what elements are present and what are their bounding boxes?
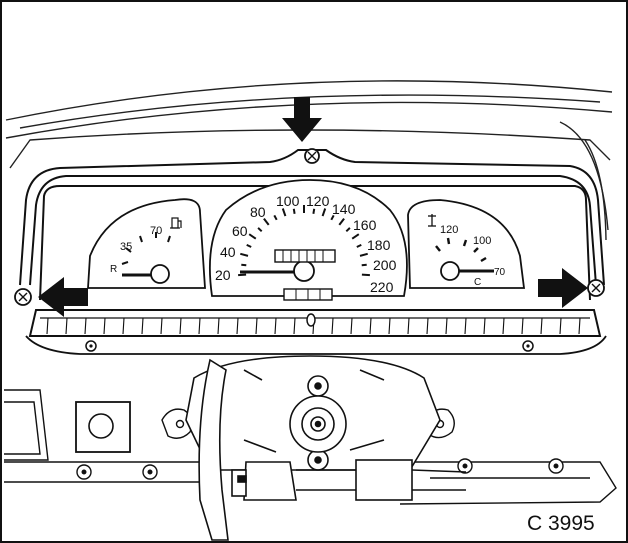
arrow-right-icon <box>538 268 588 308</box>
arrow-down-icon <box>282 97 322 142</box>
temp-100-label: 100 <box>473 235 491 247</box>
speedo-tick <box>312 208 316 214</box>
speedo-tick <box>281 208 287 217</box>
rail-slot <box>540 317 543 335</box>
speedo-tick <box>240 252 249 257</box>
rail-slot <box>426 317 429 335</box>
rail-slot <box>236 317 239 335</box>
rail-slot <box>464 317 467 335</box>
speedo-tick <box>361 273 370 277</box>
rail-slot <box>217 317 220 335</box>
lower-screw-left <box>85 340 97 352</box>
speedometer: 20 40 60 80 100 120 140 160 180 200 220 <box>209 179 408 301</box>
rail-slots <box>46 317 581 335</box>
temp-unit-label: C <box>474 277 481 288</box>
fixing-screw-left <box>14 288 32 306</box>
rail-slot <box>122 317 125 335</box>
lower-dashboard <box>4 389 617 505</box>
rail-slot <box>84 317 87 335</box>
speedo-tick <box>238 273 247 277</box>
rail-center-clip <box>306 313 316 327</box>
temperature-gauge: 120 100 70 C <box>407 199 526 289</box>
speedo-tick <box>345 227 351 233</box>
switch-panel <box>75 401 131 453</box>
rail-slot <box>445 317 448 335</box>
rail-slot <box>293 317 296 335</box>
rail-slot <box>179 317 182 335</box>
rail-slot <box>103 317 106 335</box>
speedo-tick <box>292 208 296 214</box>
rail-slot <box>407 317 410 335</box>
rail-slot <box>274 317 277 335</box>
speed-label-200: 200 <box>373 257 397 273</box>
figure-reference-code: C 3995 <box>527 512 595 535</box>
speedo-tick <box>361 263 367 267</box>
rail-slot <box>483 317 486 335</box>
fuel-needle-hub <box>150 264 170 284</box>
speed-label-120: 120 <box>306 193 330 209</box>
speedo-tick <box>356 243 362 248</box>
rail-slot <box>502 317 505 335</box>
rail-slot <box>160 317 163 335</box>
temp-120-label: 120 <box>440 224 458 236</box>
speedo-tick <box>257 227 263 233</box>
speedo-tick <box>321 208 327 217</box>
rail-slot <box>578 317 581 335</box>
lower-screw-right <box>522 340 534 352</box>
rail-slot <box>350 317 353 335</box>
speedo-tick <box>273 214 278 221</box>
steering-column-switch <box>185 355 467 541</box>
temp-70-label: 70 <box>494 267 506 278</box>
speedo-tick <box>263 217 270 226</box>
rail-slot <box>559 317 562 335</box>
rail-slot <box>369 317 372 335</box>
speedo-tick <box>330 214 335 221</box>
speed-label-80: 80 <box>250 204 266 220</box>
fuel-gauge: R 35 70 <box>87 198 206 289</box>
rail-slot <box>388 317 391 335</box>
speed-label-220: 220 <box>370 279 394 295</box>
thermometer-icon <box>428 214 436 227</box>
speedo-tick <box>241 263 247 267</box>
arrow-left-icon <box>38 277 88 317</box>
rail-slot <box>46 317 49 335</box>
fuel-35-label: 35 <box>120 241 132 253</box>
odometer-window <box>274 249 336 263</box>
speedo-tick <box>246 243 252 248</box>
rail-slot <box>521 317 524 335</box>
fuel-pump-icon <box>170 217 182 229</box>
speed-label-20: 20 <box>215 267 231 283</box>
rail-slot <box>65 317 68 335</box>
speed-label-100: 100 <box>276 193 300 209</box>
speedo-tick <box>359 252 368 257</box>
speedo-tick <box>351 233 360 240</box>
speed-label-160: 160 <box>353 217 377 233</box>
speed-label-180: 180 <box>367 237 391 253</box>
temperature-needle-hub <box>440 261 460 281</box>
speed-needle-hub <box>293 260 315 282</box>
fixing-screw-top <box>304 148 320 164</box>
rail-slot <box>141 317 144 335</box>
fuel-70-label: 70 <box>150 225 162 237</box>
speed-label-140: 140 <box>332 201 356 217</box>
rail-slot <box>198 317 201 335</box>
speedo-tick <box>248 233 257 240</box>
speedo-tick <box>338 217 345 226</box>
speed-label-60: 60 <box>232 223 248 239</box>
rail-slot <box>331 317 334 335</box>
fixing-screw-right <box>587 279 605 297</box>
cluster-bottom-edge <box>25 335 607 355</box>
fuel-reserve-label: R <box>110 264 117 275</box>
speed-label-40: 40 <box>220 244 236 260</box>
rail-slot <box>255 317 258 335</box>
